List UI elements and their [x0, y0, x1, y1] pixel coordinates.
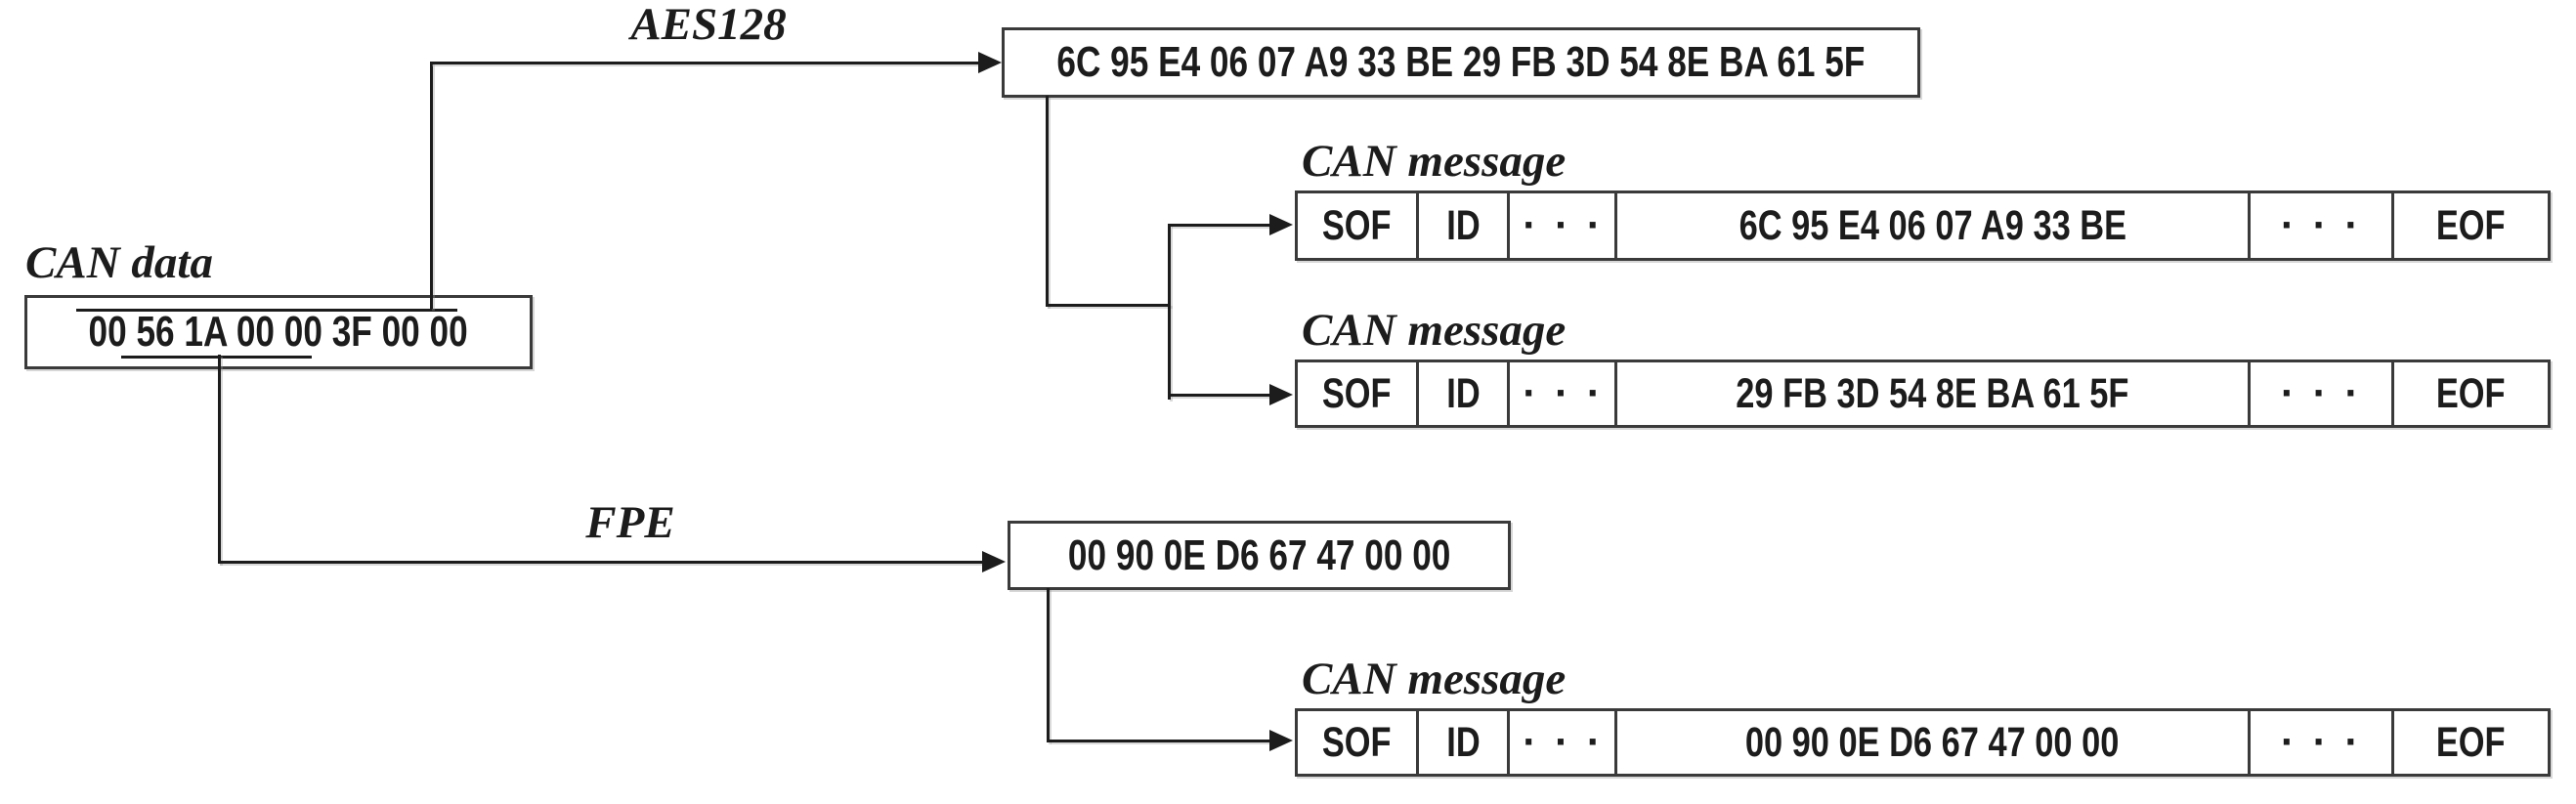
id-text: ID: [1446, 369, 1481, 417]
ellipsis-cell: · · ·: [2251, 362, 2394, 425]
message1-arrowhead-icon: [1269, 214, 1293, 235]
sof-cell: SOF: [1298, 362, 1420, 425]
fpe-span-underline: [121, 356, 312, 359]
can-message-1-frame: SOF ID · · · 6C 95 E4 06 07 A9 33 BE · ·…: [1295, 190, 2551, 261]
aes-output-value: 6C 95 E4 06 07 A9 33 BE 29 FB 3D 54 8E B…: [1056, 38, 1866, 86]
fpe-split-vertical-line: [1047, 588, 1050, 742]
id-cell: ID: [1419, 711, 1511, 774]
payload-text: 00 90 0E D6 67 47 00 00: [1745, 718, 2120, 766]
can-message-1-label: CAN message: [1302, 136, 1567, 187]
can-data-value: 00 56 1A 00 00 3F 00 00: [88, 308, 469, 356]
eof-cell: EOF: [2394, 711, 2548, 774]
ellipsis-cell: · · ·: [2251, 193, 2394, 258]
eof-cell: EOF: [2394, 193, 2548, 258]
ellipsis-text: · · ·: [1522, 374, 1604, 413]
data-cell: 00 90 0E D6 67 47 00 00: [1617, 711, 2251, 774]
eof-text: EOF: [2435, 718, 2506, 766]
aes-span-overline: [76, 309, 457, 312]
ellipsis-cell: · · ·: [1510, 362, 1618, 425]
can-message-2-label: CAN message: [1302, 305, 1567, 356]
eof-text: EOF: [2435, 369, 2506, 417]
ellipsis-text: · · ·: [2280, 723, 2361, 762]
sof-cell: SOF: [1298, 711, 1420, 774]
ellipsis-text: · · ·: [1522, 723, 1604, 762]
sof-text: SOF: [1322, 369, 1392, 417]
fpe-algorithm-label: FPE: [585, 497, 675, 548]
ellipsis-cell: · · ·: [2251, 711, 2394, 774]
fpe-branch-vertical-line: [218, 355, 221, 564]
data-cell: 6C 95 E4 06 07 A9 33 BE: [1617, 193, 2251, 258]
eof-text: EOF: [2435, 201, 2506, 249]
message2-arrowhead-icon: [1269, 384, 1293, 405]
id-cell: ID: [1419, 193, 1511, 258]
aes-branch-vertical-line: [430, 63, 433, 309]
fpe-output-box: 00 90 0E D6 67 47 00 00: [1008, 521, 1511, 590]
sof-text: SOF: [1322, 201, 1392, 249]
aes-arrow-line: [430, 62, 984, 64]
data-cell: 29 FB 3D 54 8E BA 61 5F: [1617, 362, 2251, 425]
message3-arrowhead-icon: [1269, 730, 1293, 751]
id-cell: ID: [1419, 362, 1511, 425]
id-text: ID: [1446, 201, 1481, 249]
ellipsis-cell: · · ·: [1510, 193, 1618, 258]
eof-cell: EOF: [2394, 362, 2548, 425]
message1-arrow-line: [1170, 224, 1273, 227]
payload-text: 6C 95 E4 06 07 A9 33 BE: [1739, 201, 2126, 249]
fpe-output-value: 00 90 0E D6 67 47 00 00: [1067, 530, 1451, 579]
aes-split-vertical-line: [1046, 96, 1049, 307]
aes-split-horizontal-line: [1046, 304, 1171, 307]
payload-text: 29 FB 3D 54 8E BA 61 5F: [1736, 369, 2129, 417]
ellipsis-text: · · ·: [2280, 206, 2361, 245]
can-data-box: 00 56 1A 00 00 3F 00 00: [24, 295, 533, 369]
aes-algorithm-label: AES128: [630, 0, 787, 50]
can-message-3-frame: SOF ID · · · 00 90 0E D6 67 47 00 00 · ·…: [1295, 708, 2551, 777]
can-message-3-label: CAN message: [1302, 654, 1567, 704]
fpe-arrowhead-icon: [982, 551, 1006, 572]
message3-arrow-line: [1049, 740, 1273, 742]
sof-text: SOF: [1322, 718, 1392, 766]
id-text: ID: [1446, 718, 1481, 766]
aes-split-bracket-line: [1168, 224, 1171, 400]
message2-arrow-line: [1170, 394, 1273, 397]
can-message-2-frame: SOF ID · · · 29 FB 3D 54 8E BA 61 5F · ·…: [1295, 360, 2551, 428]
aes-output-box: 6C 95 E4 06 07 A9 33 BE 29 FB 3D 54 8E B…: [1002, 27, 1920, 98]
sof-cell: SOF: [1298, 193, 1420, 258]
ellipsis-text: · · ·: [1522, 206, 1604, 245]
ellipsis-text: · · ·: [2280, 374, 2361, 413]
can-data-label: CAN data: [25, 237, 213, 288]
aes-arrowhead-icon: [978, 52, 1002, 73]
fpe-arrow-line: [218, 561, 986, 564]
ellipsis-cell: · · ·: [1510, 711, 1618, 774]
